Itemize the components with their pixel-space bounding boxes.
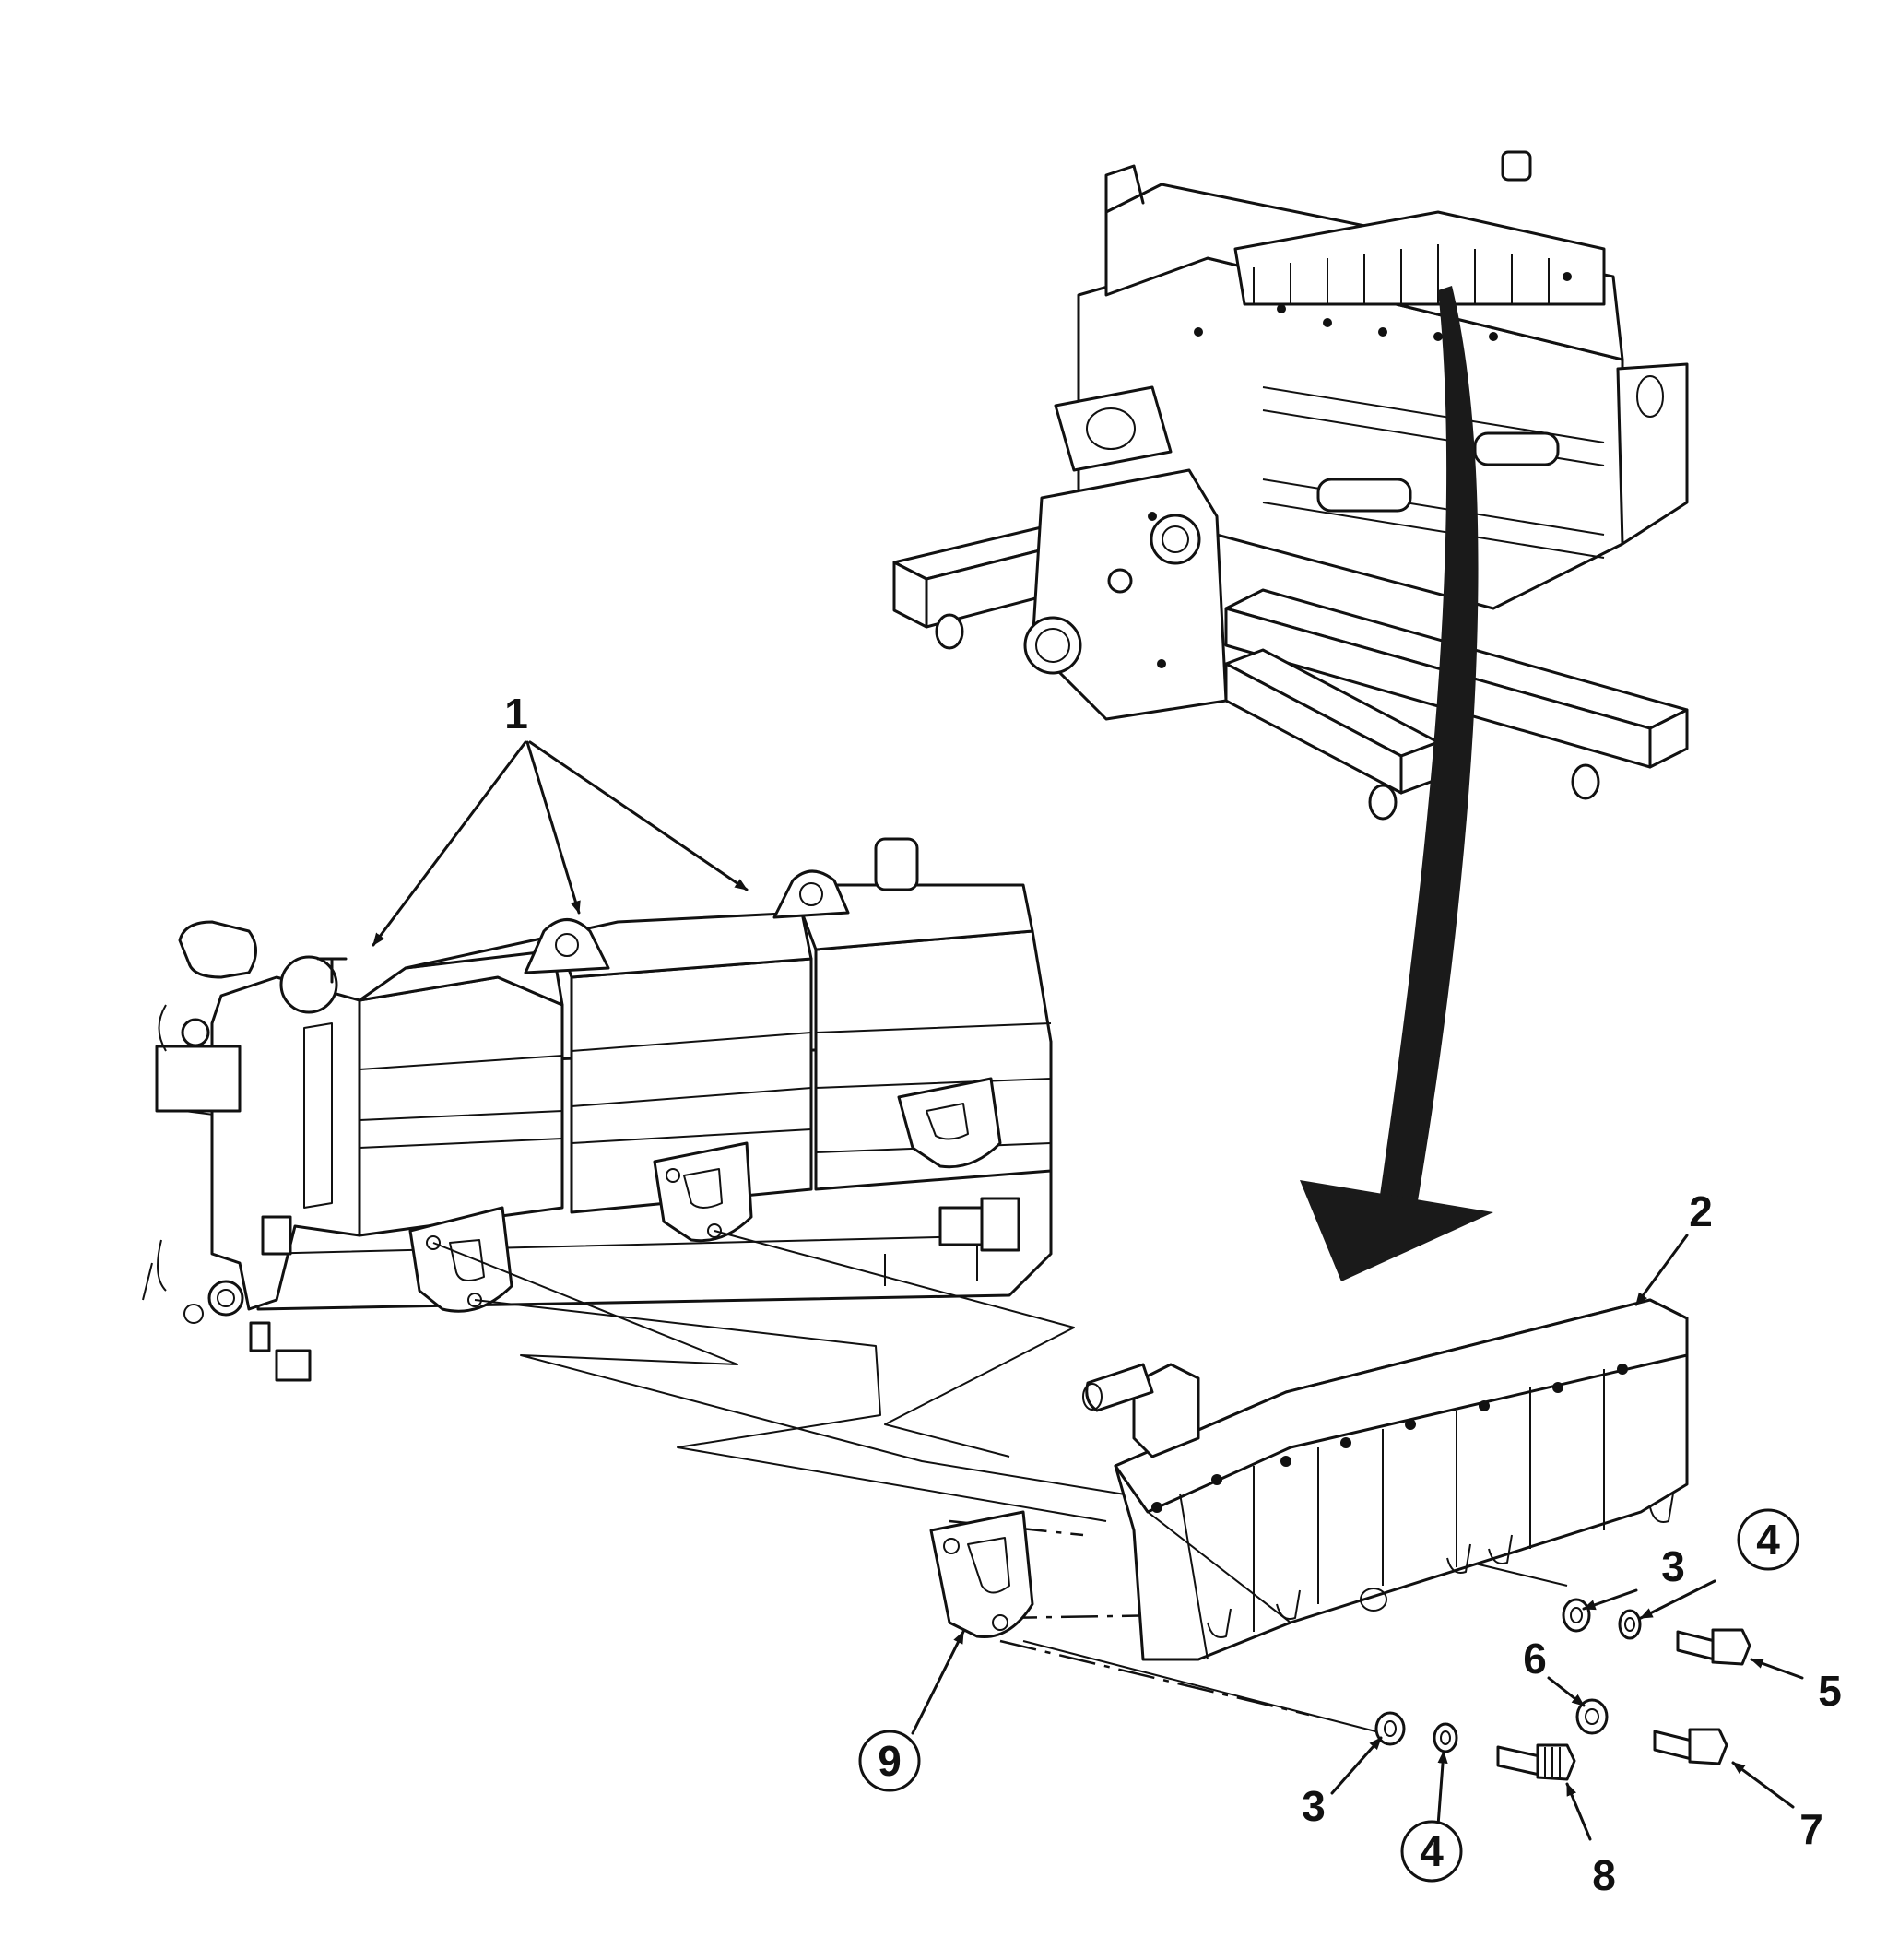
transfer-arrow <box>1378 286 1479 1217</box>
lockwasher-4-lower <box>1433 1722 1458 1753</box>
engine-on-stand <box>892 150 1689 821</box>
callout-3-lower: 3 <box>1302 1782 1326 1830</box>
callout-4-upper-circle <box>1737 1508 1799 1571</box>
callout-8: 8 <box>1592 1851 1616 1899</box>
callout-4-upper: 4 <box>1756 1516 1780 1564</box>
bolt-5 <box>1676 1628 1751 1666</box>
callout-1: 1 <box>504 690 528 738</box>
gasket-part-9 <box>929 1510 1034 1639</box>
callout-9-circle <box>858 1730 921 1792</box>
washer-3-lower <box>1374 1711 1406 1746</box>
engine-detail-view <box>142 837 1053 1382</box>
lockwasher-4-upper <box>1618 1609 1642 1640</box>
transfer-arrowhead <box>1300 1180 1493 1281</box>
callout-9: 9 <box>878 1737 902 1785</box>
callout-5: 5 <box>1818 1667 1842 1715</box>
callout-6: 6 <box>1523 1635 1547 1683</box>
callout-7: 7 <box>1799 1805 1823 1853</box>
callout-4-lower: 4 <box>1420 1827 1444 1875</box>
stud-8 <box>1496 1743 1576 1781</box>
callout-4-lower-circle <box>1400 1820 1463 1883</box>
spacer-6 <box>1575 1698 1609 1735</box>
callout-leaders <box>372 740 1804 1841</box>
washer-3-upper <box>1562 1598 1591 1633</box>
callout-2: 2 <box>1689 1187 1713 1235</box>
callout-3-upper: 3 <box>1661 1542 1685 1590</box>
bolt-7 <box>1653 1728 1728 1765</box>
exhaust-manifold <box>1082 1298 1689 1661</box>
